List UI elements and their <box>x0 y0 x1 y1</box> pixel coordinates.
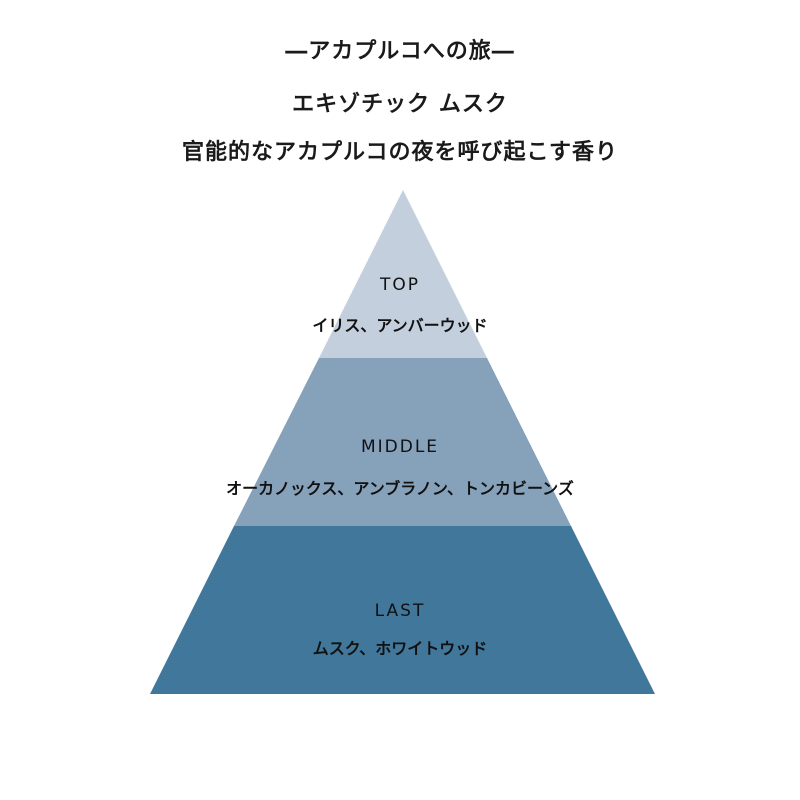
tier-label-last: LAST <box>374 601 426 621</box>
tier-notes-top: イリス、アンバーウッド <box>312 316 488 335</box>
title-journey: ―アカプルコへの旅― <box>285 39 515 64</box>
tier-label-top: TOP <box>379 275 421 295</box>
tier-label-middle: MIDDLE <box>360 437 440 457</box>
title-product-name: エキゾチック ムスク <box>292 92 508 117</box>
tier-notes-middle: オーカノックス、アンブラノン、トンカビーンズ <box>226 479 574 498</box>
pyramid-tier-top <box>319 190 487 358</box>
tier-notes-last: ムスク、ホワイトウッド <box>312 639 488 658</box>
title-tagline: 官能的なアカプルコの夜を呼び起こす香り <box>181 140 619 165</box>
pyramid-tier-last <box>150 526 655 694</box>
pyramid-tier-middle <box>234 358 571 526</box>
